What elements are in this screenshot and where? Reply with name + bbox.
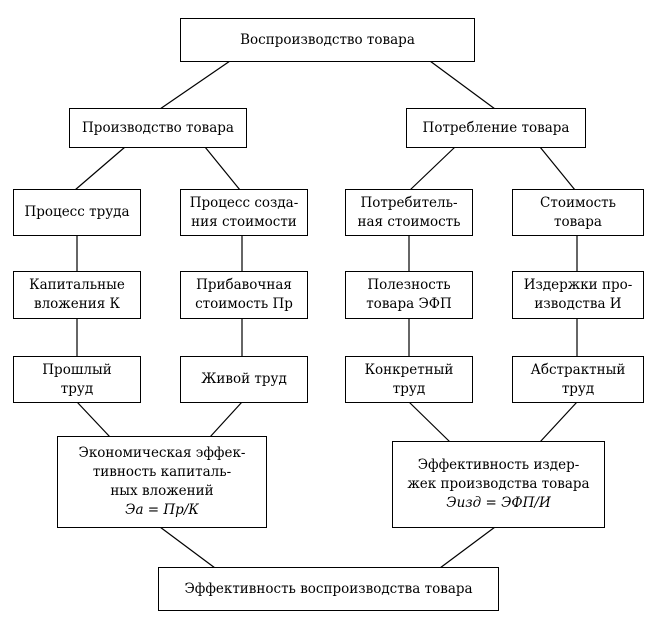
edge-past-efficiency xyxy=(76,401,111,438)
edge-root-consumption xyxy=(429,60,496,110)
edge-cost-result xyxy=(439,526,496,569)
edge-abstract-efficiency xyxy=(539,401,578,443)
node-use-value-line-2: ная стоимость xyxy=(357,213,461,230)
edge-consumption-goods xyxy=(539,146,576,191)
node-investment-efficiency-line-1: Экономическая эффек- xyxy=(78,445,246,461)
node-investment-efficiency-formula: Эа = Пр/К xyxy=(125,502,199,518)
edge-root-production xyxy=(159,60,231,110)
node-value-creation: Процесс созда- ния стоимости xyxy=(180,189,308,236)
edge-production-labor xyxy=(74,146,126,191)
node-cost-efficiency-line-1: Эффективность издер- xyxy=(417,457,580,473)
node-past-labor-line-1: Прошлый xyxy=(42,361,112,378)
node-labor-process: Процесс труда xyxy=(13,189,141,236)
node-use-value: Потребитель- ная стоимость xyxy=(345,189,473,236)
node-living-labor-line-1: Живой труд xyxy=(201,371,287,387)
node-capital-investment-line-2: вложения К xyxy=(34,296,120,312)
node-concrete-labor-line-2: труд xyxy=(392,380,426,397)
node-value-creation-line-2: ния стоимости xyxy=(191,213,297,230)
node-investment-efficiency: Экономическая эффек- тивность капиталь- … xyxy=(57,436,267,528)
node-root: Воспроизводство товара xyxy=(180,18,475,62)
node-usefulness-line-2: товара ЭФП xyxy=(366,296,452,312)
node-cost-efficiency-line-2: жек производства товара xyxy=(407,476,590,492)
node-value-creation-line-1: Процесс созда- xyxy=(189,194,299,211)
node-surplus-value-line-1: Прибавочная xyxy=(196,277,292,293)
edge-investment-result xyxy=(159,526,216,569)
node-consumption: Потребление товара xyxy=(406,108,586,148)
node-past-labor: Прошлый труд xyxy=(13,356,141,403)
node-result-line-1: Эффективность воспроизводства товара xyxy=(184,580,473,597)
node-usefulness-line-1: Полезность xyxy=(367,277,451,293)
node-production-costs-line-1: Издержки про- xyxy=(523,277,633,293)
node-production: Производство товара xyxy=(69,108,247,148)
node-labor-process-line-1: Процесс труда xyxy=(24,204,130,220)
node-abstract-labor-line-2: труд xyxy=(561,380,595,397)
node-investment-efficiency-line-3: ных вложений xyxy=(110,483,214,499)
node-result: Эффективность воспроизводства товара xyxy=(158,567,499,611)
node-abstract-labor-line-1: Абстрактный xyxy=(530,361,626,378)
node-cost-efficiency-formula: Эизд = ЭФП/И xyxy=(446,495,551,511)
node-surplus-value-line-2: стоимость Пр xyxy=(195,296,293,312)
node-production-line-1: Производство товара xyxy=(82,119,234,136)
node-consumption-line-1: Потребление товара xyxy=(422,119,570,136)
node-goods-value-line-2: товара xyxy=(554,213,602,230)
node-production-costs-line-2: изводства И xyxy=(534,296,622,312)
node-abstract-labor: Абстрактный труд xyxy=(512,356,644,403)
edge-concrete-efficiency xyxy=(408,401,451,443)
node-root-line-1: Воспроизводство товара xyxy=(240,31,415,48)
node-concrete-labor-line-1: Конкретный xyxy=(364,361,454,378)
node-goods-value: Стоимость товара xyxy=(512,189,644,236)
node-surplus-value: Прибавочная стоимость Пр xyxy=(180,271,308,319)
node-past-labor-line-2: труд xyxy=(60,380,94,397)
node-investment-efficiency-line-2: тивность капиталь- xyxy=(92,464,232,480)
node-living-labor: Живой труд xyxy=(180,356,308,403)
node-capital-investment: Капитальные вложения К xyxy=(13,271,141,319)
node-production-costs: Издержки про- изводства И xyxy=(512,271,644,319)
node-capital-investment-line-1: Капитальные xyxy=(29,277,125,293)
node-usefulness: Полезность товара ЭФП xyxy=(345,271,473,319)
node-use-value-line-1: Потребитель- xyxy=(360,194,458,211)
edge-living-efficiency xyxy=(209,401,243,438)
edge-production-value xyxy=(204,146,241,191)
node-goods-value-line-1: Стоимость xyxy=(540,194,616,211)
node-concrete-labor: Конкретный труд xyxy=(345,356,473,403)
node-cost-efficiency: Эффективность издер- жек производства то… xyxy=(392,441,605,528)
edge-consumption-use xyxy=(409,146,456,191)
